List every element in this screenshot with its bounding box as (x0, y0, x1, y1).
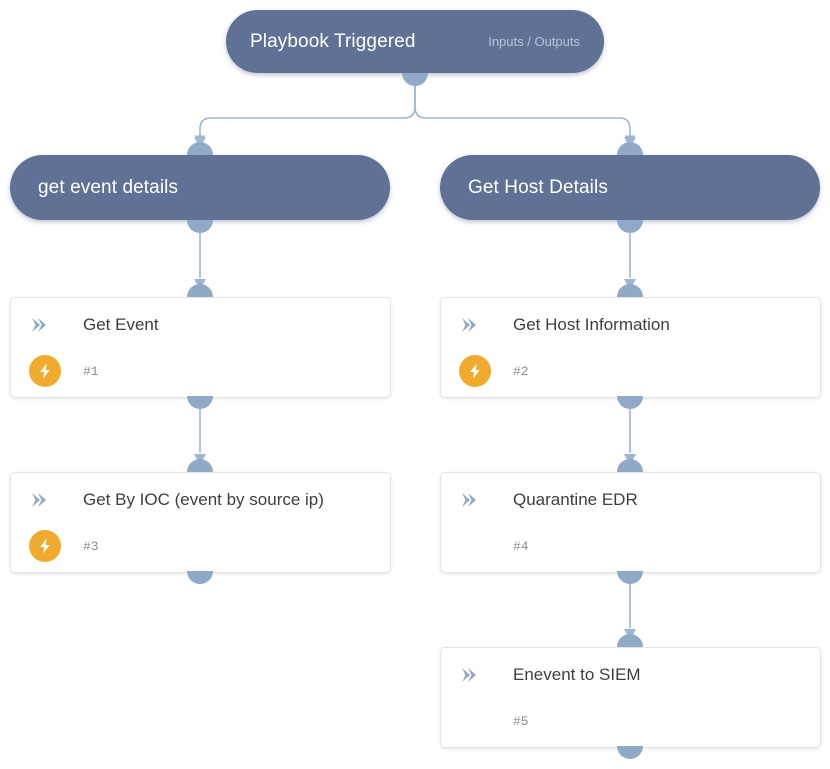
step3-number: #3 (83, 538, 99, 554)
step2-header: Get Host Information (441, 298, 820, 334)
chevron-right-icon (32, 493, 46, 507)
step3-footer: #3 (11, 529, 390, 563)
step5-number: #5 (513, 713, 529, 729)
step1-title: Get Event (83, 315, 159, 334)
port-step3-top[interactable] (187, 459, 213, 472)
port-branch-left-top[interactable] (187, 142, 213, 155)
step5-title: Enevent to SIEM (513, 665, 641, 684)
step4-header: Quarantine EDR (441, 473, 820, 509)
port-step1-top[interactable] (187, 284, 213, 297)
port-step5-bottom[interactable] (617, 746, 643, 759)
step1-header: Get Event (11, 298, 390, 334)
node-playbook-triggered[interactable]: Playbook Triggered Inputs / Outputs (226, 10, 604, 73)
step1-footer: #1 (11, 354, 390, 388)
step2-title: Get Host Information (513, 315, 670, 334)
step2-number: #2 (513, 363, 529, 379)
node-quarantine-edr[interactable]: Quarantine EDR #4 (440, 472, 821, 573)
chevron-right-icon (462, 318, 476, 332)
lightning-bolt-icon (29, 355, 61, 387)
chevron-right-icon (32, 318, 46, 332)
port-branch-right-bottom[interactable] (617, 220, 643, 233)
node-get-event[interactable]: Get Event #1 (10, 297, 391, 398)
node-enevent-to-siem[interactable]: Enevent to SIEM #5 (440, 647, 821, 748)
step3-title: Get By IOC (event by source ip) (83, 490, 324, 509)
port-step1-bottom[interactable] (187, 396, 213, 409)
step1-number: #1 (83, 363, 99, 379)
port-step5-top[interactable] (617, 634, 643, 647)
chevron-right-icon (462, 668, 476, 682)
lightning-bolt-icon (29, 530, 61, 562)
lightning-bolt-icon (459, 355, 491, 387)
port-step2-bottom[interactable] (617, 396, 643, 409)
port-step3-bottom[interactable] (187, 571, 213, 584)
port-branch-right-top[interactable] (617, 142, 643, 155)
port-step4-bottom[interactable] (617, 571, 643, 584)
step5-footer: #5 (441, 704, 820, 738)
step4-footer: #4 (441, 529, 820, 563)
node-get-event-details[interactable]: get event details (10, 155, 390, 220)
branch-right-title: Get Host Details (468, 176, 608, 198)
step4-number: #4 (513, 538, 529, 554)
node-get-host-details[interactable]: Get Host Details (440, 155, 820, 220)
node-get-by-ioc[interactable]: Get By IOC (event by source ip) #3 (10, 472, 391, 573)
port-branch-left-bottom[interactable] (187, 220, 213, 233)
step2-footer: #2 (441, 354, 820, 388)
branch-left-title: get event details (38, 176, 179, 198)
chevron-right-icon (462, 493, 476, 507)
step5-header: Enevent to SIEM (441, 648, 820, 684)
port-trigger-bottom[interactable] (402, 73, 428, 86)
edge-trigger-to-right (414, 84, 635, 147)
trigger-title: Playbook Triggered (250, 30, 416, 52)
edge-trigger-to-left (195, 84, 416, 147)
node-get-host-information[interactable]: Get Host Information #2 (440, 297, 821, 398)
port-step2-top[interactable] (617, 284, 643, 297)
step3-header: Get By IOC (event by source ip) (11, 473, 390, 509)
trigger-inputs-outputs-link[interactable]: Inputs / Outputs (488, 34, 580, 49)
port-step4-top[interactable] (617, 459, 643, 472)
step4-title: Quarantine EDR (513, 490, 638, 509)
